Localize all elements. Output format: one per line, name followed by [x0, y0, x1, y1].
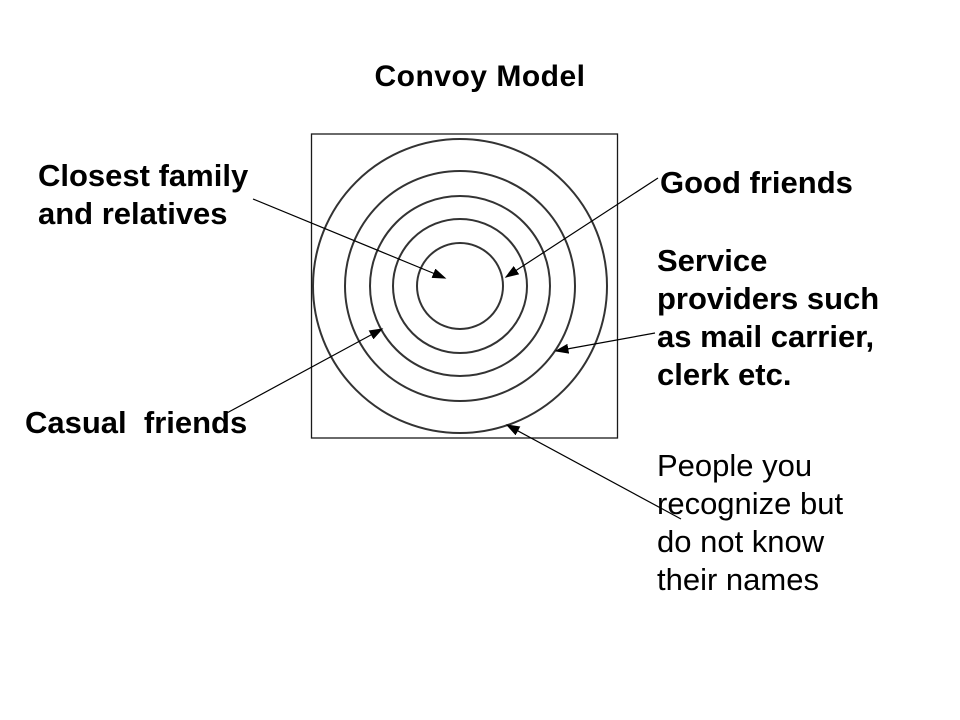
ring-outermost: [312, 138, 608, 434]
label-closest-family: Closest family and relatives: [38, 158, 249, 231]
connectors: [224, 177, 682, 520]
convoy-rings: [312, 138, 608, 434]
diagram-frame: [310, 133, 619, 439]
connector-service-providers: [554, 332, 656, 354]
ring-3: [369, 195, 551, 377]
connector-good-friends: [504, 177, 659, 278]
ring-innermost: [416, 242, 504, 330]
ring-4: [344, 170, 576, 402]
diagram-title: Convoy Model: [374, 60, 586, 93]
label-people-recognize: People you recognize but do not know the…: [657, 448, 844, 597]
label-service-providers: Service providers such as mail carrier, …: [657, 243, 880, 392]
connector-people-recognize: [505, 424, 682, 520]
connector-closest-family: [252, 198, 447, 279]
label-casual-friends: Casual friends: [25, 405, 248, 440]
ring-2: [392, 218, 528, 354]
label-good-friends: Good friends: [660, 165, 853, 200]
connector-casual-friends: [224, 328, 384, 415]
